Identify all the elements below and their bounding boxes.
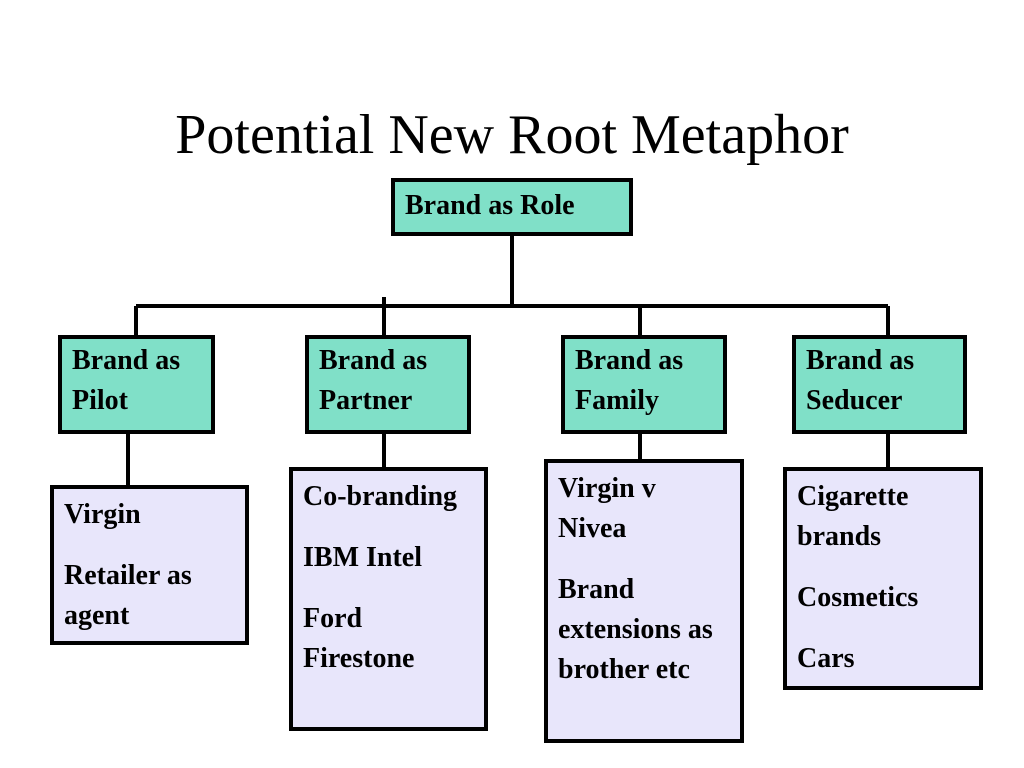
branch-label: Brand as Partner bbox=[319, 345, 428, 416]
branch-label: Brand as Family bbox=[575, 345, 684, 416]
example-item: Cosmetics bbox=[797, 582, 919, 613]
branch-node-partner: Brand as Partner bbox=[305, 335, 471, 434]
example-item: Co-branding bbox=[303, 481, 458, 512]
example-box-partner: Co-branding IBM Intel Ford Firestone bbox=[289, 467, 488, 731]
branch-node-seducer: Brand as Seducer bbox=[792, 335, 967, 434]
slide-title: Potential New Root Metaphor bbox=[175, 104, 849, 166]
example-item: Brand extensions as brother etc bbox=[558, 574, 713, 685]
example-item: Virgin v Nivea bbox=[558, 473, 656, 544]
example-item: IBM Intel bbox=[303, 542, 422, 573]
branch-label: Brand as Seducer bbox=[806, 345, 915, 416]
branch-node-family: Brand as Family bbox=[561, 335, 727, 434]
example-item: Retailer as agent bbox=[64, 560, 192, 631]
root-label: Brand as Role bbox=[405, 190, 575, 221]
branch-node-pilot: Brand as Pilot bbox=[58, 335, 215, 434]
example-box-family: Virgin v Nivea Brand extensions as broth… bbox=[544, 459, 744, 743]
example-item: Virgin bbox=[64, 499, 141, 530]
example-item: Cars bbox=[797, 643, 855, 674]
example-item: Ford Firestone bbox=[303, 603, 415, 674]
example-item: Cigarette brands bbox=[797, 481, 909, 552]
example-box-seducer: Cigarette brands Cosmetics Cars bbox=[783, 467, 983, 690]
example-box-pilot: Virgin Retailer as agent bbox=[50, 485, 249, 645]
root-node: Brand as Role bbox=[391, 178, 633, 236]
branch-label: Brand as Pilot bbox=[72, 345, 181, 416]
